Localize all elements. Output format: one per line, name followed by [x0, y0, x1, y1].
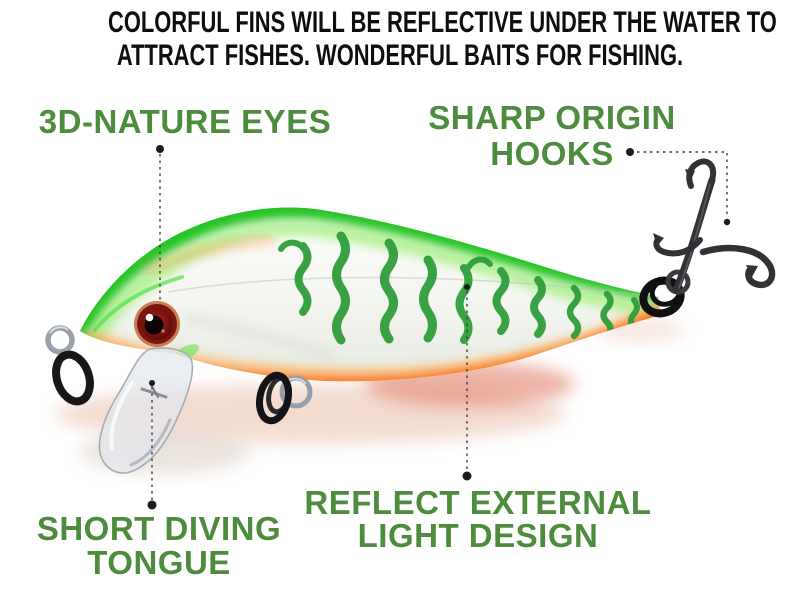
callout-lines — [151, 151, 728, 500]
tail-treble-hook — [639, 158, 776, 318]
callout-label-reflect: REFLECT EXTERNAL LIGHT DESIGN — [304, 486, 651, 552]
callout-label-tongue-line2: TONGUE — [87, 544, 231, 581]
callout-dots — [147, 145, 731, 510]
callout-label-hooks: SHARP ORIGIN HOOKS — [428, 100, 675, 172]
lure-stripes — [278, 231, 640, 345]
nose-ring — [45, 325, 94, 406]
callout-label-hooks-line1: SHARP ORIGIN — [428, 99, 676, 136]
callout-label-reflect-line1: REFLECT EXTERNAL — [304, 484, 652, 521]
headline-line2: ATTRACT FISHES. WONDERFUL BAITS FOR FISH… — [116, 39, 684, 72]
callout-label-tongue: SHORT DIVING TONGUE — [37, 512, 281, 580]
headline-line1: COLORFUL FINS WILL BE REFLECTIVE UNDER T… — [108, 6, 777, 39]
callout-label-tongue-line1: SHORT DIVING — [36, 510, 282, 547]
callout-label-eyes: 3D-NATURE EYES — [39, 104, 331, 140]
headline: COLORFUL FINS WILL BE REFLECTIVE UNDER T… — [108, 6, 777, 72]
lure-eye — [134, 301, 180, 347]
callout-label-hooks-line2: HOOKS — [490, 135, 614, 172]
callout-label-reflect-line2: LIGHT DESIGN — [357, 517, 599, 554]
belly-hook-ring — [255, 371, 313, 425]
callout-label-eyes-text: 3D-NATURE EYES — [38, 103, 332, 140]
